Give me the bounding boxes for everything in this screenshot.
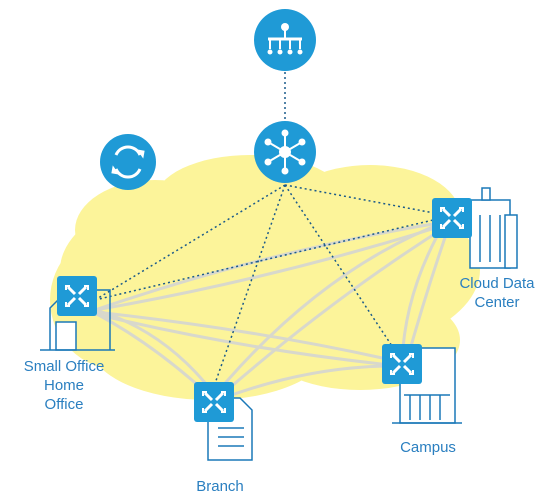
campus-label: Campus — [400, 439, 456, 456]
office-building-icon — [392, 347, 462, 424]
network-hierarchy-icon — [254, 9, 316, 71]
router-icon — [194, 382, 234, 422]
router-icon — [57, 276, 97, 316]
branch-label: Branch — [196, 478, 244, 495]
control-links — [94, 184, 451, 393]
hub-spoke-icon — [254, 121, 316, 183]
wan-cloud — [50, 155, 480, 400]
router-icon — [382, 344, 422, 384]
soho-label: Small Office Home Office — [23, 358, 105, 413]
router-icon — [432, 198, 472, 238]
cloud-data-center-label: Cloud Data Center — [459, 275, 535, 311]
datacenter-building-icon — [469, 187, 518, 269]
sync-arrows-icon — [100, 134, 156, 190]
